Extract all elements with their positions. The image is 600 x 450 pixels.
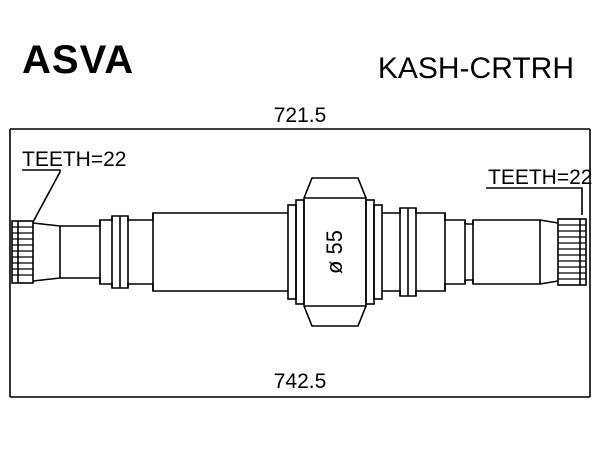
teeth-right-label: TEETH=22 [488, 166, 592, 189]
dim-overall-length: 742.5 [274, 370, 327, 393]
right-spline [557, 218, 587, 286]
dim-inner-length: 721.5 [274, 104, 327, 127]
part-number: KASH-CRTRH [377, 52, 574, 85]
left-collar [287, 204, 297, 300]
teeth-right-leader [486, 187, 583, 215]
left-spline [11, 220, 34, 284]
brand-logo-text: ASVA [22, 38, 135, 82]
right-collar [373, 204, 383, 300]
diameter-label: ø 55 [322, 230, 347, 274]
left-shaft-section [32, 212, 288, 292]
teeth-left-leader [22, 169, 61, 223]
teeth-left-label: TEETH=22 [22, 148, 126, 171]
